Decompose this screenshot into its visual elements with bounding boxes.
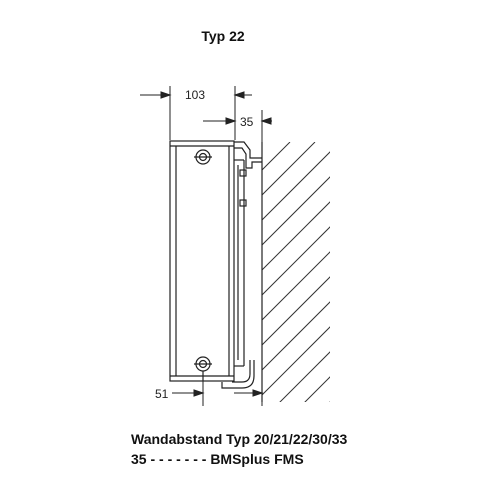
radiator-body (169, 140, 245, 382)
top-connection-icon (194, 149, 212, 165)
dimension-51-label: 51 (155, 387, 169, 401)
dimension-35-label: 35 (240, 115, 254, 129)
caption-line-1: Wandabstand Typ 20/21/22/30/33 (131, 431, 348, 447)
dimension-103 (140, 86, 252, 140)
caption-line-2: 35 - - - - - - - BMSplus FMS (131, 451, 304, 467)
dimension-103-label: 103 (185, 88, 205, 102)
wall-bracket (221, 141, 262, 389)
dimension-51 (172, 371, 264, 406)
diagram-title: Typ 22 (201, 28, 245, 44)
wall-hatching (262, 142, 330, 402)
dimension-35 (203, 110, 272, 142)
